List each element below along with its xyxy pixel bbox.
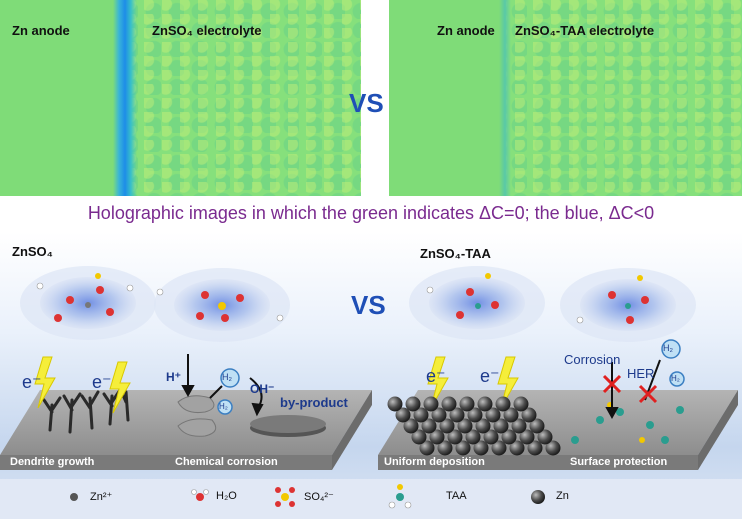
electrolyte-label: ZnSO₄-TAA electrolyte: [515, 23, 655, 38]
legend-band: [0, 479, 742, 519]
zn-deposit-sphere: [473, 440, 489, 456]
h2-bubbles: [217, 339, 685, 415]
slab-label-uniform: Uniform deposition: [384, 456, 485, 468]
zn-deposit-sphere: [491, 440, 507, 456]
slab-label-protection: Surface protection: [570, 456, 668, 468]
depletion-layer: [113, 0, 137, 196]
zn-deposit-sphere: [405, 396, 421, 412]
left-title: ZnSO₄: [12, 244, 53, 259]
h-plus-label: H⁺: [166, 370, 181, 384]
legend-icons: [70, 484, 545, 509]
zn-deposit-sphere: [455, 440, 471, 456]
zn-deposit-sphere: [503, 407, 519, 423]
zn-deposit-sphere: [437, 440, 453, 456]
block-cross-icon: [602, 374, 658, 404]
h2-label: H₂: [222, 372, 232, 382]
electrolyte-label: ZnSO₄ electrolyte: [152, 23, 262, 38]
right-title: ZnSO₄-TAA: [420, 246, 491, 261]
electron-label: e⁻: [92, 372, 112, 392]
legend-h2o: H₂O: [216, 490, 237, 502]
h2-label: H₂: [663, 343, 673, 353]
zn-deposit-sphere: [483, 429, 499, 445]
vs-label-bottom: VS: [351, 290, 386, 320]
h2-label: H₂: [671, 374, 680, 383]
zn-deposit-sphere: [421, 418, 437, 434]
zn-deposit-sphere: [441, 396, 457, 412]
her-label: HER: [627, 366, 655, 381]
zn-deposit-sphere: [459, 396, 475, 412]
zn-deposit-sphere: [485, 407, 501, 423]
lightning-icon: [34, 356, 519, 414]
thin-boundary-layer: [499, 0, 511, 196]
zn-deposit-sphere: [413, 407, 429, 423]
legend-zn: Zn: [556, 490, 569, 502]
zn-deposit-sphere: [439, 418, 455, 434]
h2-label: H₂: [219, 402, 228, 411]
zn-deposit-sphere: [419, 440, 435, 456]
zn-deposit-sphere: [519, 429, 535, 445]
by-product-label: by-product: [280, 395, 348, 410]
zn-deposit-sphere: [467, 407, 483, 423]
zn-deposit-sphere: [527, 440, 543, 456]
zn-deposit-sphere: [475, 418, 491, 434]
slab-label-corrosion: Chemical corrosion: [175, 456, 278, 468]
zn-deposit-sphere: [477, 396, 493, 412]
legend-so4: SO₄²⁻: [304, 491, 334, 503]
zn-deposit-sphere: [403, 418, 419, 434]
zn-anode-label: Zn anode: [437, 23, 495, 38]
zn-deposit-sphere: [493, 418, 509, 434]
zn-deposit-sphere: [529, 418, 545, 434]
vs-label-top: VS: [349, 88, 384, 118]
zn-deposit-sphere: [511, 418, 527, 434]
zn-deposit-sphere: [465, 429, 481, 445]
zn-deposit-sphere: [457, 418, 473, 434]
electron-label: e⁻: [426, 366, 446, 386]
zn-anode-region: [0, 0, 115, 196]
zn-deposit-sphere: [501, 429, 517, 445]
zn-deposit-sphere: [429, 429, 445, 445]
electron-label: e⁻: [22, 372, 42, 392]
zn-deposit-sphere: [509, 440, 525, 456]
zn-deposit-sphere: [449, 407, 465, 423]
corrosion-label: Corrosion: [564, 352, 621, 367]
corrosion-patches: [177, 395, 217, 437]
oh-minus-label: OH⁻: [250, 382, 275, 396]
zn-anode-label: Zn anode: [12, 23, 70, 38]
legend-taa: TAA: [446, 490, 467, 502]
caption: Holographic images in which the green in…: [87, 203, 655, 223]
slab-label-dendrite: Dendrite growth: [10, 456, 95, 468]
zn-deposit-sphere: [447, 429, 463, 445]
zn-deposit-sphere: [537, 429, 553, 445]
reaction-arrows: [181, 354, 264, 417]
by-product-layer: [250, 415, 326, 437]
zn-deposit-sphere: [513, 396, 529, 412]
electron-label: e⁻: [480, 366, 500, 386]
zn-deposit-sphere: [387, 396, 403, 412]
uniform-zn-deposits: [387, 396, 561, 456]
holographic-panel-znso4-taa: Zn anode ZnSO₄-TAA electrolyte: [389, 0, 742, 196]
molecule-cluster: [36, 273, 649, 324]
zn-anode-region: [389, 0, 499, 196]
zn-deposit-sphere: [411, 429, 427, 445]
zn-deposit-sphere: [495, 396, 511, 412]
zn-deposit-sphere: [431, 407, 447, 423]
zn-deposit-sphere: [395, 407, 411, 423]
zn-deposit-sphere: [423, 396, 439, 412]
taa-adsorbed: [571, 402, 684, 444]
schematic-svg: [0, 266, 742, 519]
zn-deposit-sphere: [545, 440, 561, 456]
holographic-panel-znso4: Zn anode ZnSO₄ electrolyte: [0, 0, 361, 196]
zn-deposit-sphere: [521, 407, 537, 423]
legend-zn2-ion: Zn²⁺: [90, 491, 113, 503]
solvation-sheath-taa-1: [409, 266, 545, 340]
